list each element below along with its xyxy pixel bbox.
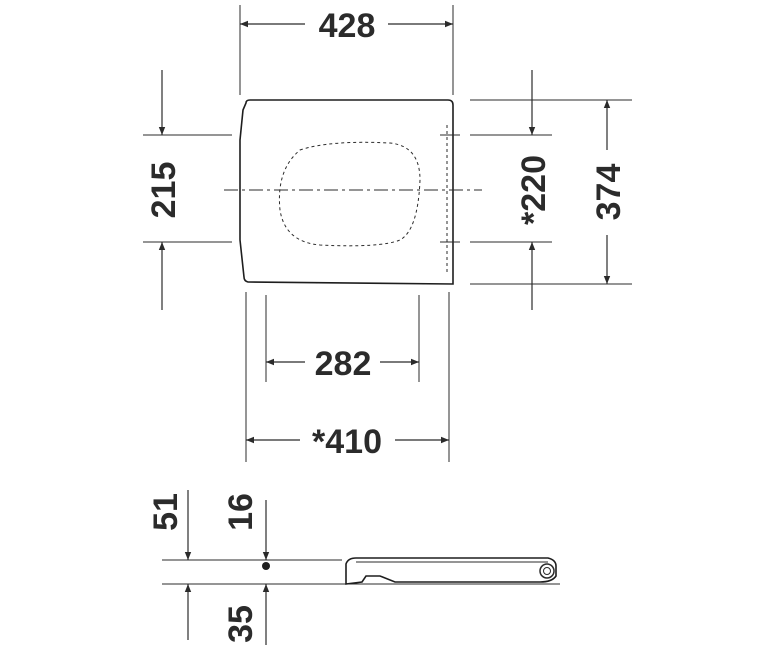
seat-outline (239, 99, 454, 285)
dim-428-label: 428 (319, 7, 376, 45)
dim-220-label: *220 (515, 155, 553, 225)
dim-16-label: 16 (222, 493, 260, 531)
dim-282: 282 (265, 295, 420, 383)
dim-374: 374 (470, 99, 632, 285)
dim-51: 51 (147, 490, 192, 640)
dim-410-label: *410 (312, 423, 382, 461)
hinge-icon (539, 563, 555, 579)
dim-35: 35 (222, 584, 270, 645)
dim-428: 428 (239, 5, 454, 95)
dim-374-label: 374 (590, 164, 628, 221)
seat-profile (345, 557, 557, 585)
fixing-point-icon (262, 562, 270, 570)
side-view (162, 557, 560, 585)
seat-opening (278, 141, 421, 247)
dim-16: 16 (222, 493, 270, 560)
dim-35-label: 35 (222, 605, 260, 643)
dim-51-label: 51 (147, 493, 185, 531)
top-view (224, 99, 482, 285)
dim-220: *220 (470, 70, 553, 310)
dim-215: 215 (143, 70, 232, 310)
dim-282-label: 282 (315, 345, 372, 383)
dim-215-label: 215 (145, 162, 183, 219)
dim-410: *410 (245, 292, 450, 462)
